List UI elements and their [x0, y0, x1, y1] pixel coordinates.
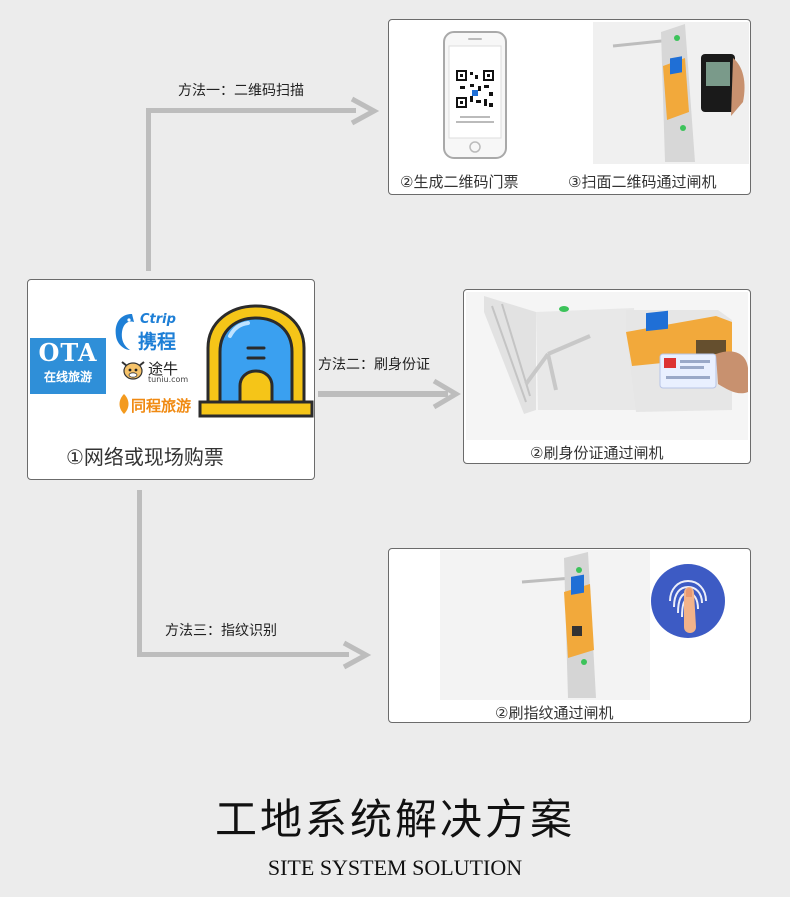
ctrip-logo-en: Ctrip: [140, 312, 176, 327]
ota-logo: OTA 在线旅游: [30, 338, 106, 394]
ctrip-logo-cn: 携程: [138, 331, 177, 353]
qr-caption-left: ②生成二维码门票: [400, 173, 519, 191]
method-2-label: 方法二：刷身份证: [318, 357, 430, 373]
tongcheng-logo: 同程旅游: [131, 397, 192, 415]
connector-line-2-horizontal: [318, 391, 448, 397]
fingerprint-icon: [651, 564, 725, 638]
tuniu-cow-icon: [121, 361, 145, 380]
connector-line-3-vertical: [137, 490, 142, 657]
tuniu-logo-cn: 途牛: [148, 360, 179, 378]
page-title: 工地系统解决方案: [214, 795, 575, 844]
tongcheng-leaf-icon: [119, 394, 129, 414]
page-subtitle: SITE SYSTEM SOLUTION: [267, 855, 523, 880]
tuniu-logo-en: tuniu.com: [148, 375, 189, 384]
ticket-booth-icon: [198, 304, 314, 418]
arrow-head-1: [350, 96, 380, 126]
ctrip-dolphin-icon: [115, 314, 134, 350]
method-1-label: 方法一：二维码扫描: [178, 83, 304, 99]
connector-line-1-horizontal: [146, 108, 356, 113]
arrow-head-2: [432, 378, 461, 410]
ticket-source-caption: ①网络或现场购票: [66, 445, 224, 469]
method-3-label: 方法三：指纹识别: [165, 623, 277, 639]
id-card-turnstile-image: [466, 292, 748, 440]
connector-line-1-vertical: [146, 108, 151, 271]
connector-line-3-horizontal: [137, 652, 349, 657]
qr-turnstile-image: [593, 22, 749, 164]
fingerprint-turnstile-image: [440, 550, 650, 700]
id-card-caption: ②刷身份证通过闸机: [530, 444, 664, 462]
arrow-head-3: [342, 640, 372, 670]
fingerprint-caption: ②刷指纹通过闸机: [495, 704, 614, 722]
qr-caption-right: ③扫面二维码通过闸机: [568, 173, 717, 191]
phone-with-qr-icon: [443, 31, 507, 159]
